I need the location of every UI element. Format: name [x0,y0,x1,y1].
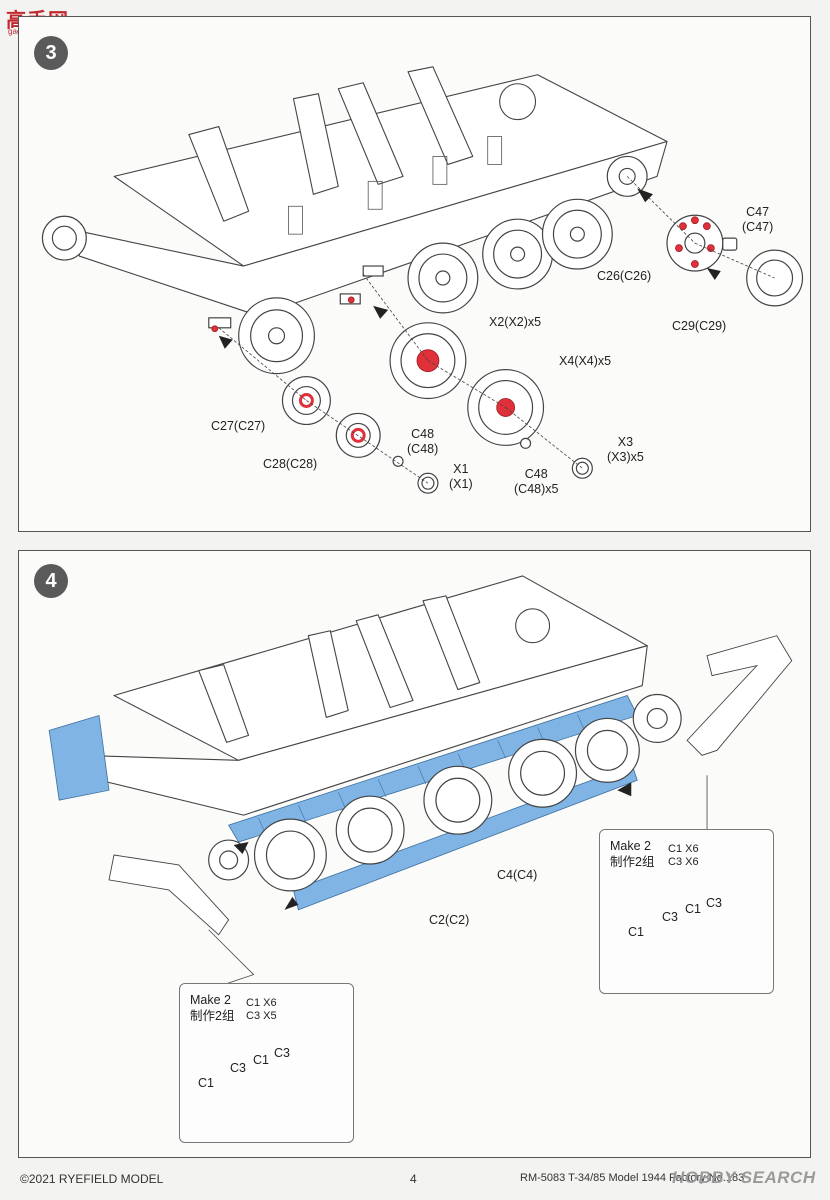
label-c29: C29(C29) [672,319,727,333]
label-c47: C47(C47) [742,205,774,234]
hobby-search-watermark: HOBBY SEARCH [672,1168,816,1187]
inset-left-part-2: C3 [230,1061,246,1075]
footer-page-number: 4 [410,1172,417,1186]
footer-model: RM-5083 T-34/85 Model 1944 Factory No.18… [520,1172,745,1184]
label-c4: C4(C4) [497,868,538,882]
label-x4: X4(X4)x5 [559,354,612,368]
inset-right-part-3: C1 [685,902,701,916]
step-4-badge: 4 [34,564,68,598]
step-3-badge: 3 [34,36,68,70]
step-3-panel: 3 [18,16,811,532]
label-c28: C28(C28) [263,457,318,471]
inset-right-part-2: C3 [662,910,678,924]
step-3-drawing [41,66,804,494]
label-c2: C2(C2) [429,913,470,927]
inset-right-part-4: C3 [706,896,722,910]
inset-left-part-4: C3 [274,1046,290,1060]
label-x2: X2(X2)x5 [489,315,542,329]
footer-copyright: ©2021 RYEFIELD MODEL [20,1172,164,1186]
step-4-panel: 4 [18,550,811,1158]
inset-left-part-3: C1 [253,1053,269,1067]
label-x3: X3(X3)x5 [607,435,644,464]
inset-right-part-1: C1 [628,925,644,939]
label-c26: C26(C26) [597,269,652,283]
label-c48-single: C48(C48) [407,427,439,456]
label-c48-multi: C48(C48)x5 [514,467,559,496]
inset-left-part-1: C1 [198,1076,214,1090]
label-c27: C27(C27) [211,419,266,433]
label-x1: X1(X1) [449,462,473,491]
